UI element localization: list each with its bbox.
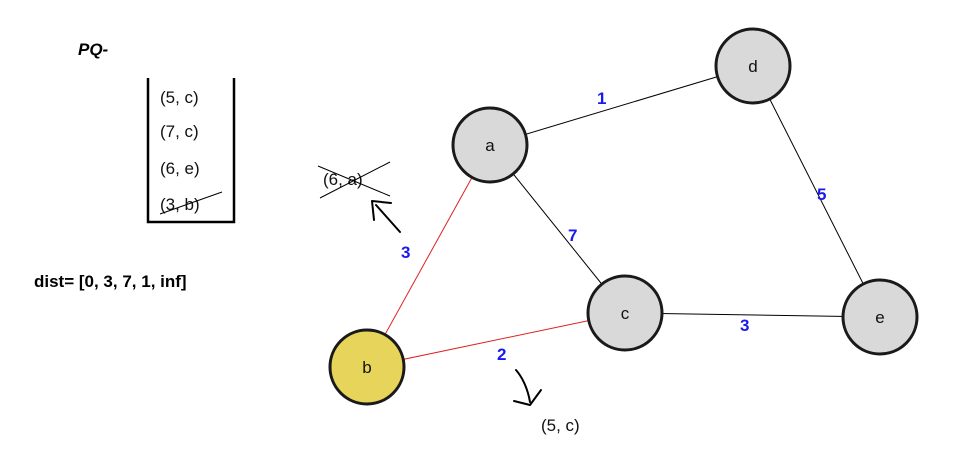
node-circle [451, 106, 529, 184]
edge-weight-c-e: 3 [740, 316, 749, 335]
node-label: c [621, 304, 630, 323]
edge-weight-a-c: 7 [568, 226, 577, 245]
arrowhead-icon [371, 200, 392, 221]
pq-item: (6, e) [160, 159, 200, 178]
node-label: d [748, 57, 757, 76]
pq-item: (7, c) [160, 122, 199, 141]
edge-weight-a-b: 3 [401, 243, 410, 262]
node-circle [586, 274, 664, 352]
arrow-up-icon [375, 204, 401, 233]
edge-weight-a-d: 1 [597, 89, 606, 108]
edge-c-e [624, 312, 881, 318]
struck-pair: (6, a) [323, 170, 363, 189]
nodes: a b c d e [328, 27, 919, 406]
node-a: a [451, 106, 529, 184]
pq-container [146, 78, 236, 224]
strike-line [319, 161, 391, 199]
edge-b-c [366, 312, 626, 368]
strike-line [159, 191, 223, 215]
arrowhead-icon [513, 389, 542, 406]
node-b: b [328, 328, 406, 406]
node-label: a [485, 136, 495, 155]
pq-label: PQ- [78, 40, 109, 59]
node-circle [328, 328, 406, 406]
arrow-down-icon [515, 369, 531, 403]
pq-item: (5, c) [160, 88, 199, 107]
edge-weight-b-c: 2 [497, 345, 506, 364]
node-c: c [586, 274, 664, 352]
pushed-pair: (5, c) [541, 416, 580, 435]
edge-d-e [752, 65, 881, 318]
node-label: e [875, 308, 884, 327]
node-circle [714, 27, 792, 105]
node-label: b [362, 358, 371, 377]
edge-a-b [366, 144, 491, 368]
edge-a-d [489, 65, 754, 146]
node-e: e [841, 278, 919, 356]
node-circle [841, 278, 919, 356]
dist-array: dist= [0, 3, 7, 1, inf] [34, 272, 187, 291]
edge-weight-d-e: 5 [817, 185, 826, 204]
node-d: d [714, 27, 792, 105]
pq-item-struck: (3, b) [160, 195, 200, 214]
